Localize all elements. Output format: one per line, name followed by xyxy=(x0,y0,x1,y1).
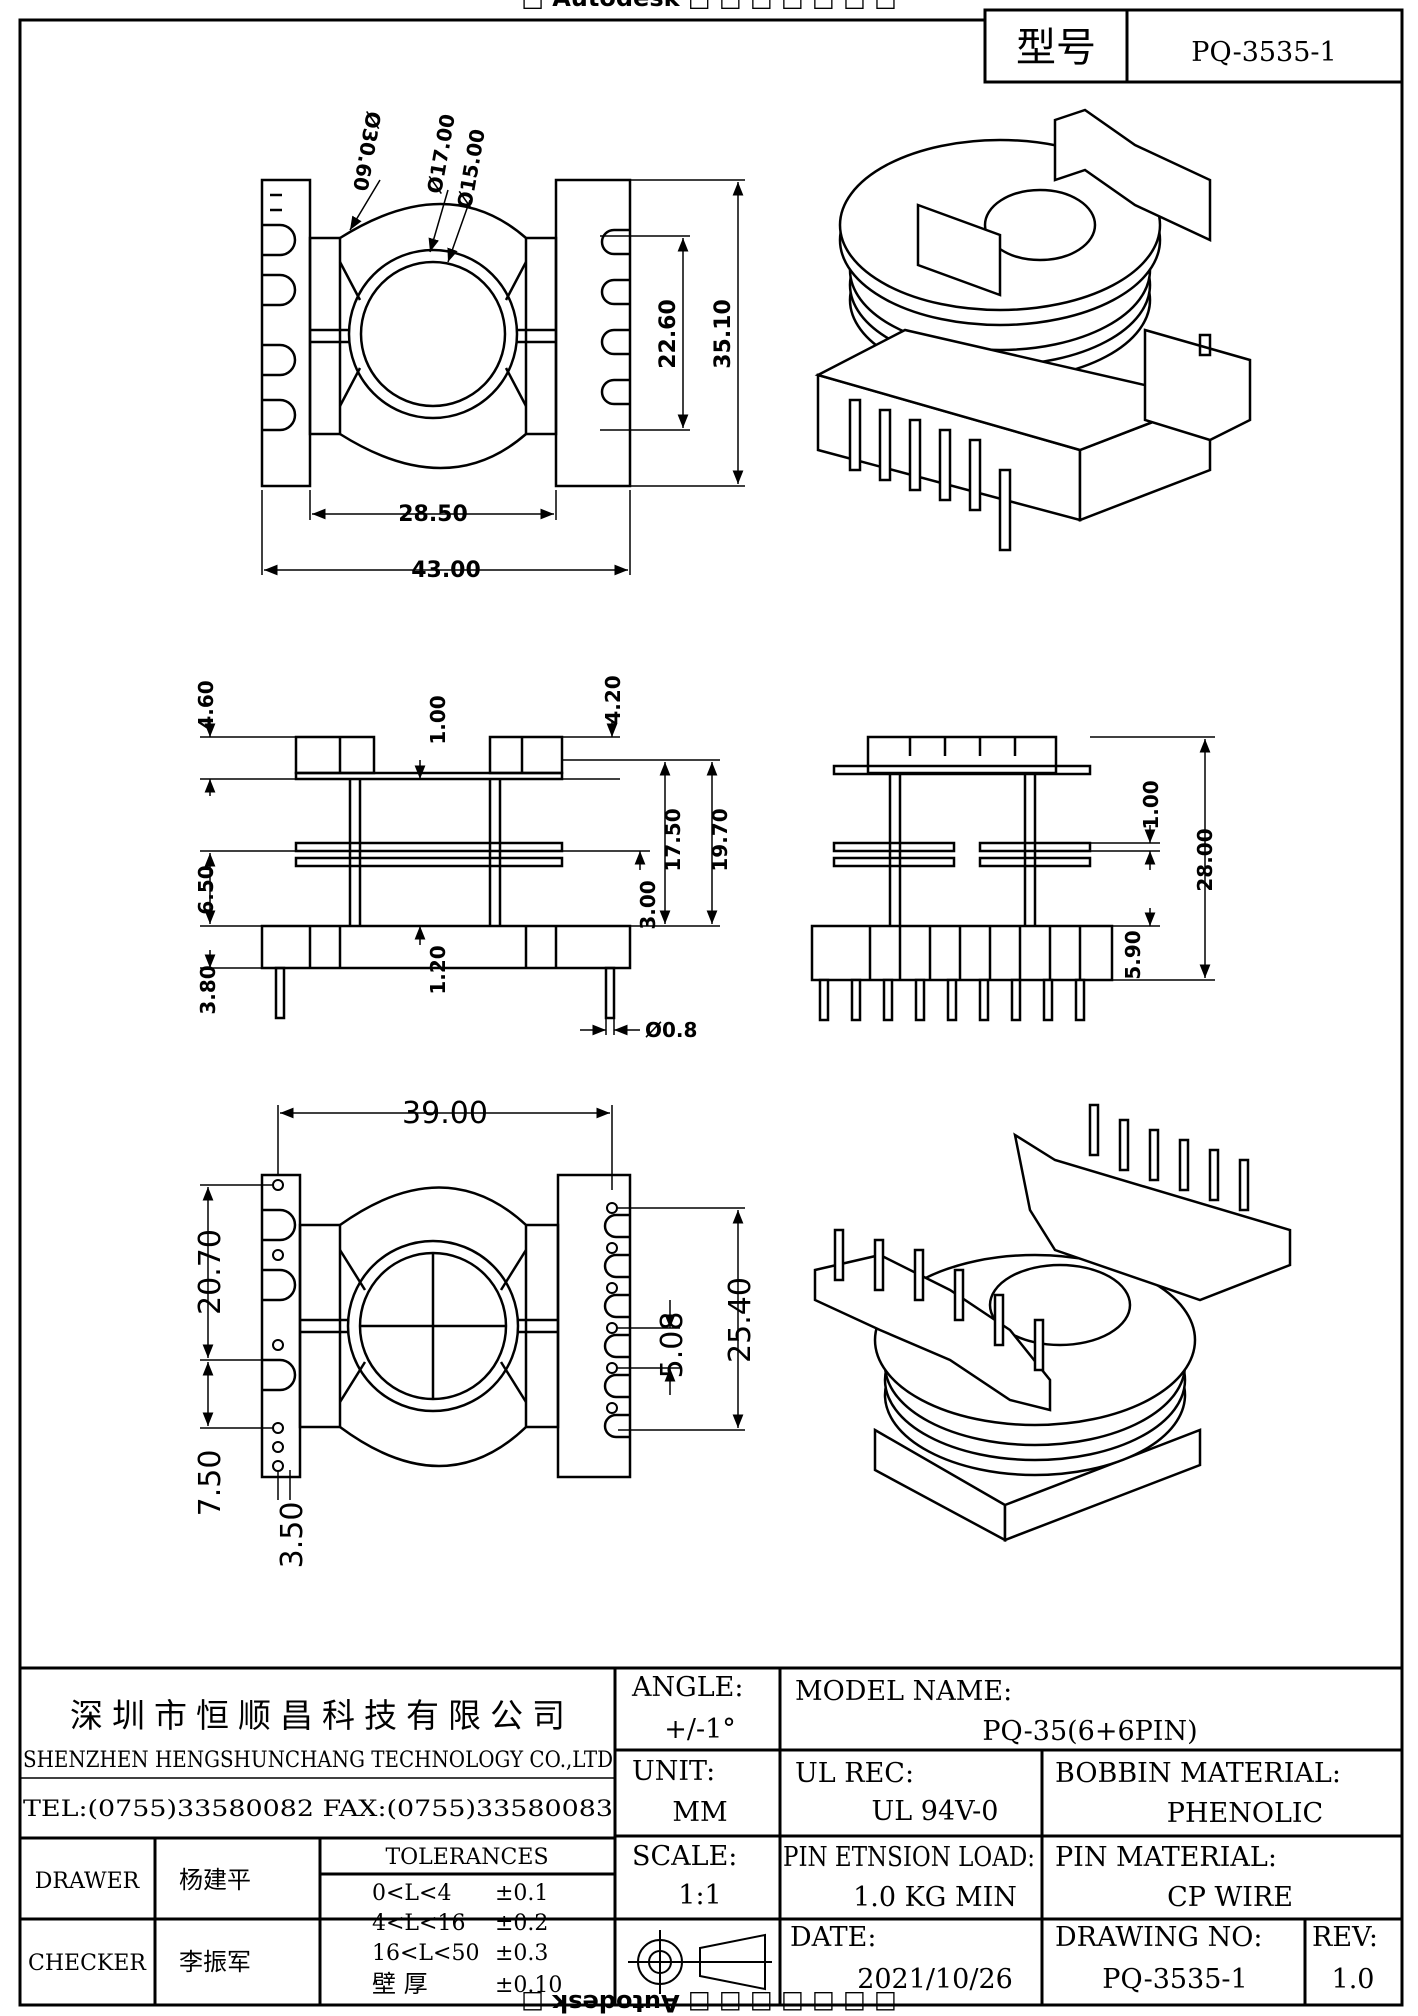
ul-value: UL 94V-0 xyxy=(872,1796,999,1827)
header-model-value: PQ-3535-1 xyxy=(1191,37,1336,68)
front-view-dimensions xyxy=(1090,736,1215,981)
bottom-view-dimensions xyxy=(200,1105,745,1500)
isometric-view-top-pins xyxy=(848,398,1012,552)
dim-35-10: 35.10 xyxy=(711,299,736,369)
title-block-grid xyxy=(20,1666,1402,2005)
side-view-dimensions xyxy=(200,720,720,1036)
drawing-no-label: DRAWING NO: xyxy=(1055,1922,1262,1953)
checker-label: CHECKER xyxy=(28,1951,147,1976)
side-view xyxy=(260,735,632,1020)
dim-4-20: 4.20 xyxy=(601,675,625,724)
dim-43-00: 43.00 xyxy=(411,558,481,583)
model-name-label: MODEL NAME: xyxy=(795,1676,1012,1707)
bottom-view-pin-holes xyxy=(272,1179,618,1472)
pin-material-value: CP WIRE xyxy=(1167,1882,1293,1913)
projection-symbol xyxy=(628,1930,772,1994)
isometric-view-bottom-pins xyxy=(833,1103,1250,1372)
dim-5-90: 5.90 xyxy=(1121,930,1145,979)
dim-6-50: 6.50 xyxy=(194,865,218,914)
dim-19-70: 19.70 xyxy=(708,808,732,871)
front-view xyxy=(810,735,1114,982)
header-model-box: 型号 PQ-3535-1 xyxy=(983,8,1404,84)
dim-1-00-front: 1.00 xyxy=(1139,780,1163,829)
dim-3-50: 3.50 xyxy=(275,1502,310,1569)
company-name-en: SHENZHEN HENGSHUNCHANG TECHNOLOGY CO.,LT… xyxy=(23,1748,613,1773)
tolerance-range-1: 0<L<4 xyxy=(372,1881,451,1906)
rev-value: 1.0 xyxy=(1332,1964,1375,1995)
unit-label: UNIT: xyxy=(632,1756,715,1787)
date-label: DATE: xyxy=(790,1922,876,1953)
dim-1-00-side: 1.00 xyxy=(426,695,450,744)
checker-value: 李振军 xyxy=(179,1948,251,1976)
rev-label: REV: xyxy=(1312,1922,1378,1953)
dim-1-20: 1.20 xyxy=(426,945,450,994)
tolerance-range-4: 壁 厚 xyxy=(372,1970,428,1998)
bottom-view xyxy=(260,1173,632,1479)
model-name-value: PQ-35(6+6PIN) xyxy=(982,1716,1197,1747)
drawer-label: DRAWER xyxy=(35,1869,141,1894)
watermark-bottom: □ □ □ □ □ □ □ Autodesk □ xyxy=(521,1989,897,2016)
tolerances-label: TOLERANCES xyxy=(385,1845,548,1870)
date-value: 2021/10/26 xyxy=(857,1964,1013,1995)
tolerance-value-1: ±0.1 xyxy=(495,1881,548,1906)
scale-value: 1:1 xyxy=(678,1880,721,1911)
dim-28-50: 28.50 xyxy=(398,502,468,527)
bobbin-material-value: PHENOLIC xyxy=(1167,1798,1323,1829)
pin-load-value: 1.0 KG MIN xyxy=(853,1882,1017,1913)
tolerance-value-2: ±0.2 xyxy=(495,1911,548,1936)
dim-22-60: 22.60 xyxy=(656,299,681,369)
dim-5-08: 5.08 xyxy=(655,1312,690,1379)
dim-7-50: 7.50 xyxy=(193,1450,228,1517)
dim-25-40: 25.40 xyxy=(723,1277,758,1363)
watermark-top: □ Autodesk □ □ □ □ □ □ □ xyxy=(521,0,897,12)
tolerance-range-2: 4<L<16 xyxy=(372,1911,465,1936)
top-view-dimensions xyxy=(261,179,745,576)
drawing-no-value: PQ-3535-1 xyxy=(1102,1964,1247,1995)
pin-load-label: PIN ETNSION LOAD: xyxy=(783,1842,1035,1873)
company-contact: TEL:(0755)33580082 FAX:(0755)33580083 xyxy=(23,1797,613,1822)
dim-20-70: 20.70 xyxy=(193,1229,228,1315)
dim-39-00: 39.00 xyxy=(402,1096,488,1131)
unit-value: MM xyxy=(672,1797,727,1828)
pin-material-label: PIN MATERIAL: xyxy=(1055,1842,1277,1873)
tolerance-range-3: 16<L<50 xyxy=(372,1941,479,1966)
ul-label: UL REC: xyxy=(795,1758,914,1789)
dim-dia-17-00: Ø17.00 xyxy=(422,112,460,195)
dim-dia-0-8: Ø0.8 xyxy=(645,1018,697,1042)
dim-28-00: 28.00 xyxy=(1193,828,1217,891)
company-name-cn: 深圳市恒顺昌科技有限公司 xyxy=(70,1696,574,1735)
tolerance-value-3: ±0.3 xyxy=(495,1941,548,1966)
angle-label: ANGLE: xyxy=(631,1672,743,1703)
top-view xyxy=(260,178,632,488)
sheet-border xyxy=(18,18,1404,2007)
header-model-label: 型号 xyxy=(1016,25,1096,71)
drawer-value: 杨建平 xyxy=(179,1866,251,1894)
dim-dia-15-00: Ø15.00 xyxy=(452,127,490,210)
front-view-pins xyxy=(818,978,1086,1022)
scale-label: SCALE: xyxy=(632,1841,737,1872)
dim-17-50: 17.50 xyxy=(661,808,685,871)
bobbin-material-label: BOBBIN MATERIAL: xyxy=(1055,1758,1341,1789)
tolerance-value-4: ±0.10 xyxy=(495,1973,562,1998)
angle-value: +/-1° xyxy=(664,1714,736,1745)
dim-3-00: 3.00 xyxy=(636,880,660,929)
dim-4-60: 4.60 xyxy=(194,680,218,729)
dim-3-80: 3.80 xyxy=(196,965,220,1014)
